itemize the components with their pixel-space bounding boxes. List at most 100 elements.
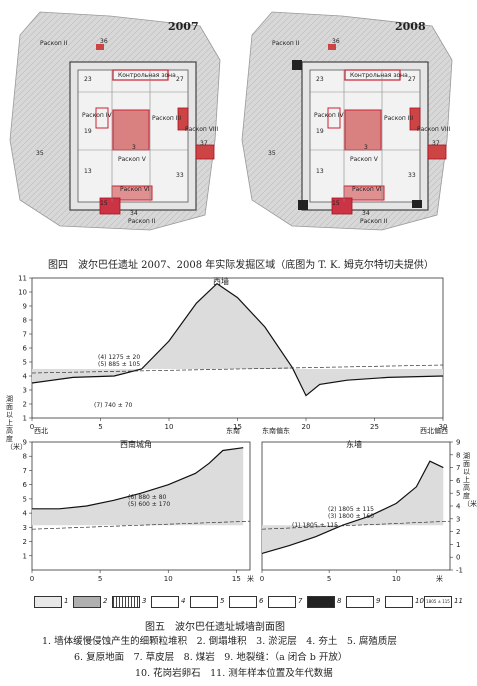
legend-swatch-1 [34, 596, 62, 608]
map-label-raskop5-right: Раскоп V [350, 156, 378, 163]
legend-item-7: 7 [268, 594, 306, 612]
bl-x-tick-label: 0 [30, 575, 34, 583]
map-label-34-left: 34 [130, 210, 138, 217]
map-label-raskop3-left: Раскоп III [152, 115, 182, 122]
legend-num-7: 7 [298, 597, 303, 605]
bl-y-tick-label: 9 [23, 439, 27, 447]
year-label-2007: 2007 [168, 20, 199, 33]
legend-item-6: 6 [229, 594, 267, 612]
map-label-23-left: 23 [84, 76, 92, 83]
br-chart-annot2: (3) 1800 ± 160 [328, 513, 374, 520]
top-y-tick-label: 5 [23, 359, 27, 367]
bl-chart-frame [31, 441, 251, 571]
map-label-35-right: 35 [268, 150, 276, 157]
map-label-raskop4-left: Раскоп IV [82, 112, 112, 119]
map-2007 [9, 11, 221, 231]
top-x-tick-label: 0 [30, 423, 34, 431]
br-y-tick-label: 3 [456, 515, 460, 523]
map-label-raskop6-left: Раскоп VI [120, 186, 150, 193]
legend-item-9: 9 [346, 594, 384, 612]
figure5-desc-line2: 6. 复原地面 7. 草皮层 8. 煤岩 9. 地裂缝：（a 闭合 b 开放） [74, 652, 348, 663]
legend-item-1: 1 [34, 594, 72, 612]
br-profile-body [262, 461, 444, 554]
br-y-tick-label: 6 [456, 477, 461, 485]
br-y-tick-label: -1 [456, 567, 463, 575]
map-label-13-left: 13 [84, 168, 92, 175]
legend-swatch-7 [268, 596, 296, 608]
top-y-tick-label: 8 [23, 317, 27, 325]
map-label-raskop8-left: Раскоп VIII [185, 126, 219, 133]
br-chart-annot3: (1) 1805 ± 115 [292, 522, 338, 529]
map-label-33-right: 33 [408, 172, 416, 179]
legend-swatch-9 [346, 596, 374, 608]
figure4-panel: 2007 2008 Раскоп II Контрольная зона Рас… [0, 0, 477, 271]
map-label-13-right: 13 [316, 168, 324, 175]
map-label-27-right: 27 [408, 76, 416, 83]
legend-swatch-2 [73, 596, 101, 608]
legend-swatch-6 [229, 596, 257, 608]
bl-chart-unit: 米 [247, 575, 254, 583]
map-label-raskop2-left: Раскоп II [40, 40, 68, 47]
bl-y-tick-label: 7 [23, 467, 27, 475]
map-label-raskop4-right: Раскоп IV [314, 112, 344, 119]
map-label-3-right: 3 [364, 144, 368, 151]
top-chart-annot1: (4) 1275 ± 20 [98, 354, 141, 361]
top-x-tick-label: 15 [233, 423, 242, 431]
figure4-caption: 图四 波尔巴任遗址 2007、2008 年实际发掘区域（底图为 T. K. 姆克… [48, 260, 434, 271]
top-chart-annot3: (7) 740 ± 70 [94, 402, 133, 409]
figure5-caption: 图五 波尔巴任遗址城墙剖面图 [145, 622, 285, 633]
figure4-maps [9, 11, 453, 231]
top-x-tick-label: 25 [370, 423, 379, 431]
top-chart-left-dir: 西北 [34, 427, 48, 435]
top-chart-ylabel: 湖面以上高度（米） [6, 395, 27, 451]
map-label-raskop-ii-bottom-left: Раскоп II [128, 218, 156, 225]
br-chart-annot1: (2) 1805 ± 115 [328, 506, 374, 513]
br-x-tick-label: 10 [392, 575, 401, 583]
br-ground-line [261, 520, 451, 530]
map-label-raskop3-right: Раскоп III [384, 115, 414, 122]
map-label-kontrol-right: Контрольная зона [350, 72, 408, 79]
br-y-tick-label: 8 [456, 451, 460, 459]
map-label-33-left: 33 [176, 172, 184, 179]
top-y-tick-label: 4 [23, 373, 28, 381]
bl-chart-title: 西南城角 [120, 440, 152, 449]
map-label-raskop6-right: Раскоп VI [352, 186, 382, 193]
bl-profile-line [32, 447, 244, 510]
legend-item-10: 10 [385, 594, 424, 612]
bl-y-tick-label: 4 [23, 510, 28, 518]
map-label-15-right: 15 [332, 200, 340, 207]
bl-x-tick-label: 10 [164, 575, 173, 583]
legend-item-4: 4 [151, 594, 189, 612]
top-y-tick-label: 2 [23, 401, 27, 409]
map-label-37-right: 37 [432, 140, 440, 147]
br-x-tick-label: 0 [260, 575, 264, 583]
br-y-tick-label: 4 [456, 503, 461, 511]
legend-swatch-3 [112, 596, 140, 608]
legend-num-2: 2 [103, 597, 108, 605]
figure5-desc-line3: 10. 花岗岩卵石 11. 测年样本位置及年代数据 [135, 668, 333, 679]
legend-num-9: 9 [376, 597, 381, 605]
legend-swatch-8 [307, 596, 335, 608]
top-y-tick-label: 1 [23, 415, 27, 423]
top-x-tick-label: 20 [302, 423, 311, 431]
map-label-35-left: 35 [36, 150, 44, 157]
top-profile-body [32, 283, 443, 396]
map-label-36-left: 36 [100, 38, 108, 45]
legend-num-8: 8 [337, 597, 342, 605]
map-label-raskop-ii-bottom-right: Раскоп II [360, 218, 388, 225]
bl-y-tick-label: 8 [23, 453, 27, 461]
legend-num-4: 4 [181, 597, 186, 605]
bl-x-tick-label: 15 [232, 575, 241, 583]
legend-num-1: 1 [64, 597, 69, 605]
br-y-tick-label: 1 [456, 541, 460, 549]
year-label-2008: 2008 [395, 20, 426, 33]
br-x-tick-label: 5 [327, 575, 331, 583]
top-chart-right-dir: 东南 [226, 427, 240, 435]
legend-num-6: 6 [259, 597, 264, 605]
map-label-raskop5-left: Раскоп V [118, 156, 146, 163]
br-y-tick-label: 9 [456, 439, 460, 447]
bl-y-tick-label: 2 [23, 538, 27, 546]
top-y-tick-label: 3 [23, 387, 27, 395]
